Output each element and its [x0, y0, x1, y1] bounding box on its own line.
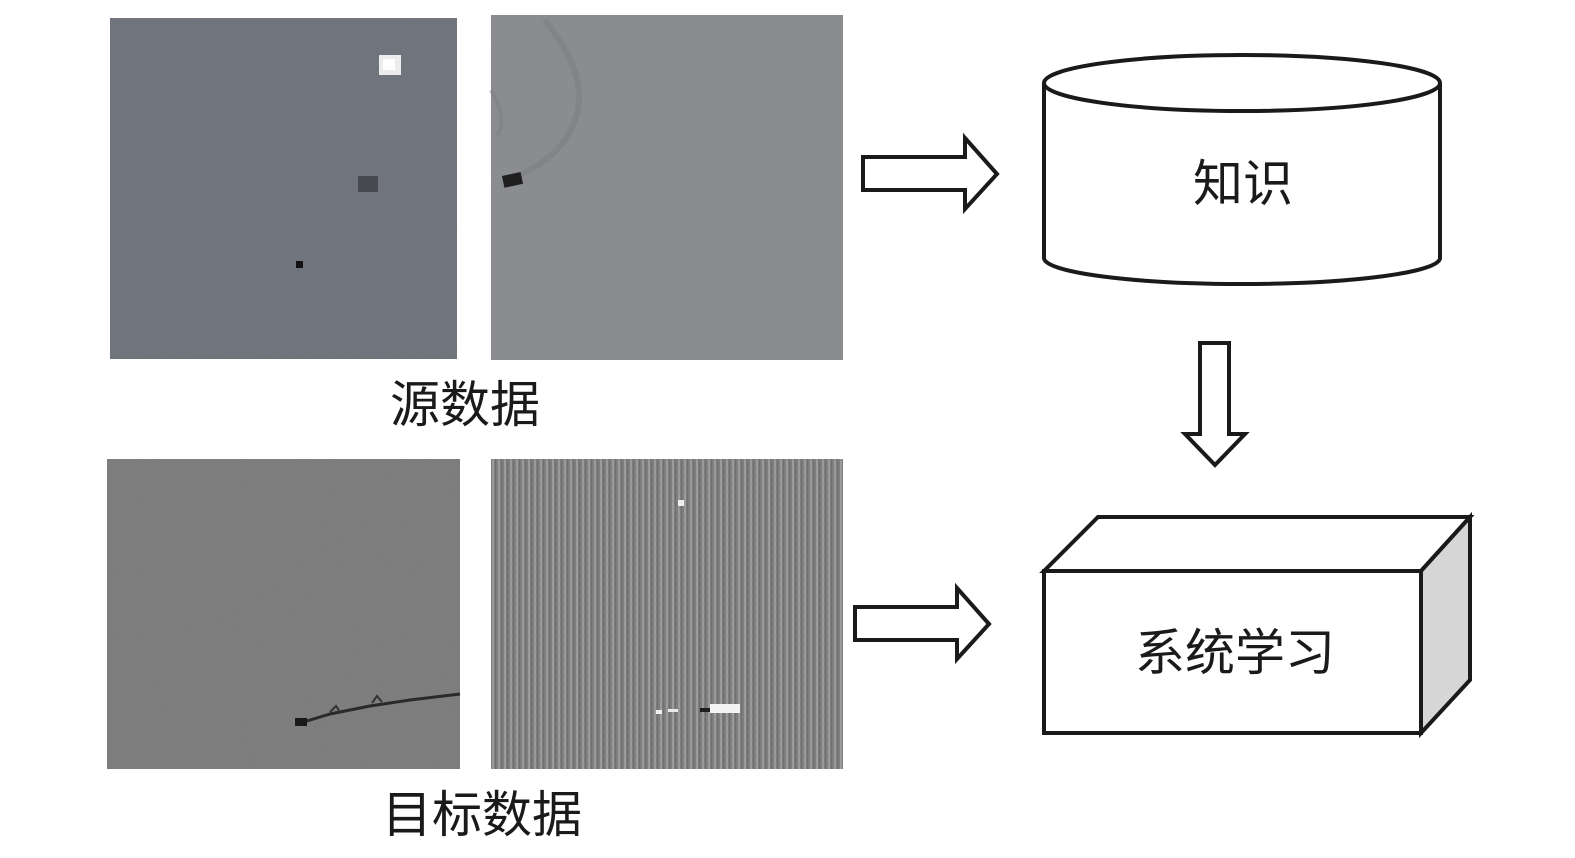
arrow-right-to-knowledge: [861, 132, 1000, 215]
source-image-2: [489, 15, 843, 360]
arrow-right-to-learning: [853, 582, 992, 665]
learning-cuboid: [1039, 511, 1475, 739]
source-image-1: [110, 18, 457, 359]
target-image-2: [491, 459, 843, 769]
arrow-down-to-learning: [1180, 341, 1250, 468]
source-data-caption: 源数据: [390, 376, 540, 434]
learning-label: 系统学习: [1135, 624, 1335, 682]
knowledge-cylinder: [1042, 53, 1442, 286]
target-data-caption: 目标数据: [382, 786, 582, 844]
knowledge-label: 知识: [1193, 155, 1293, 213]
target-image-1: [107, 459, 461, 769]
